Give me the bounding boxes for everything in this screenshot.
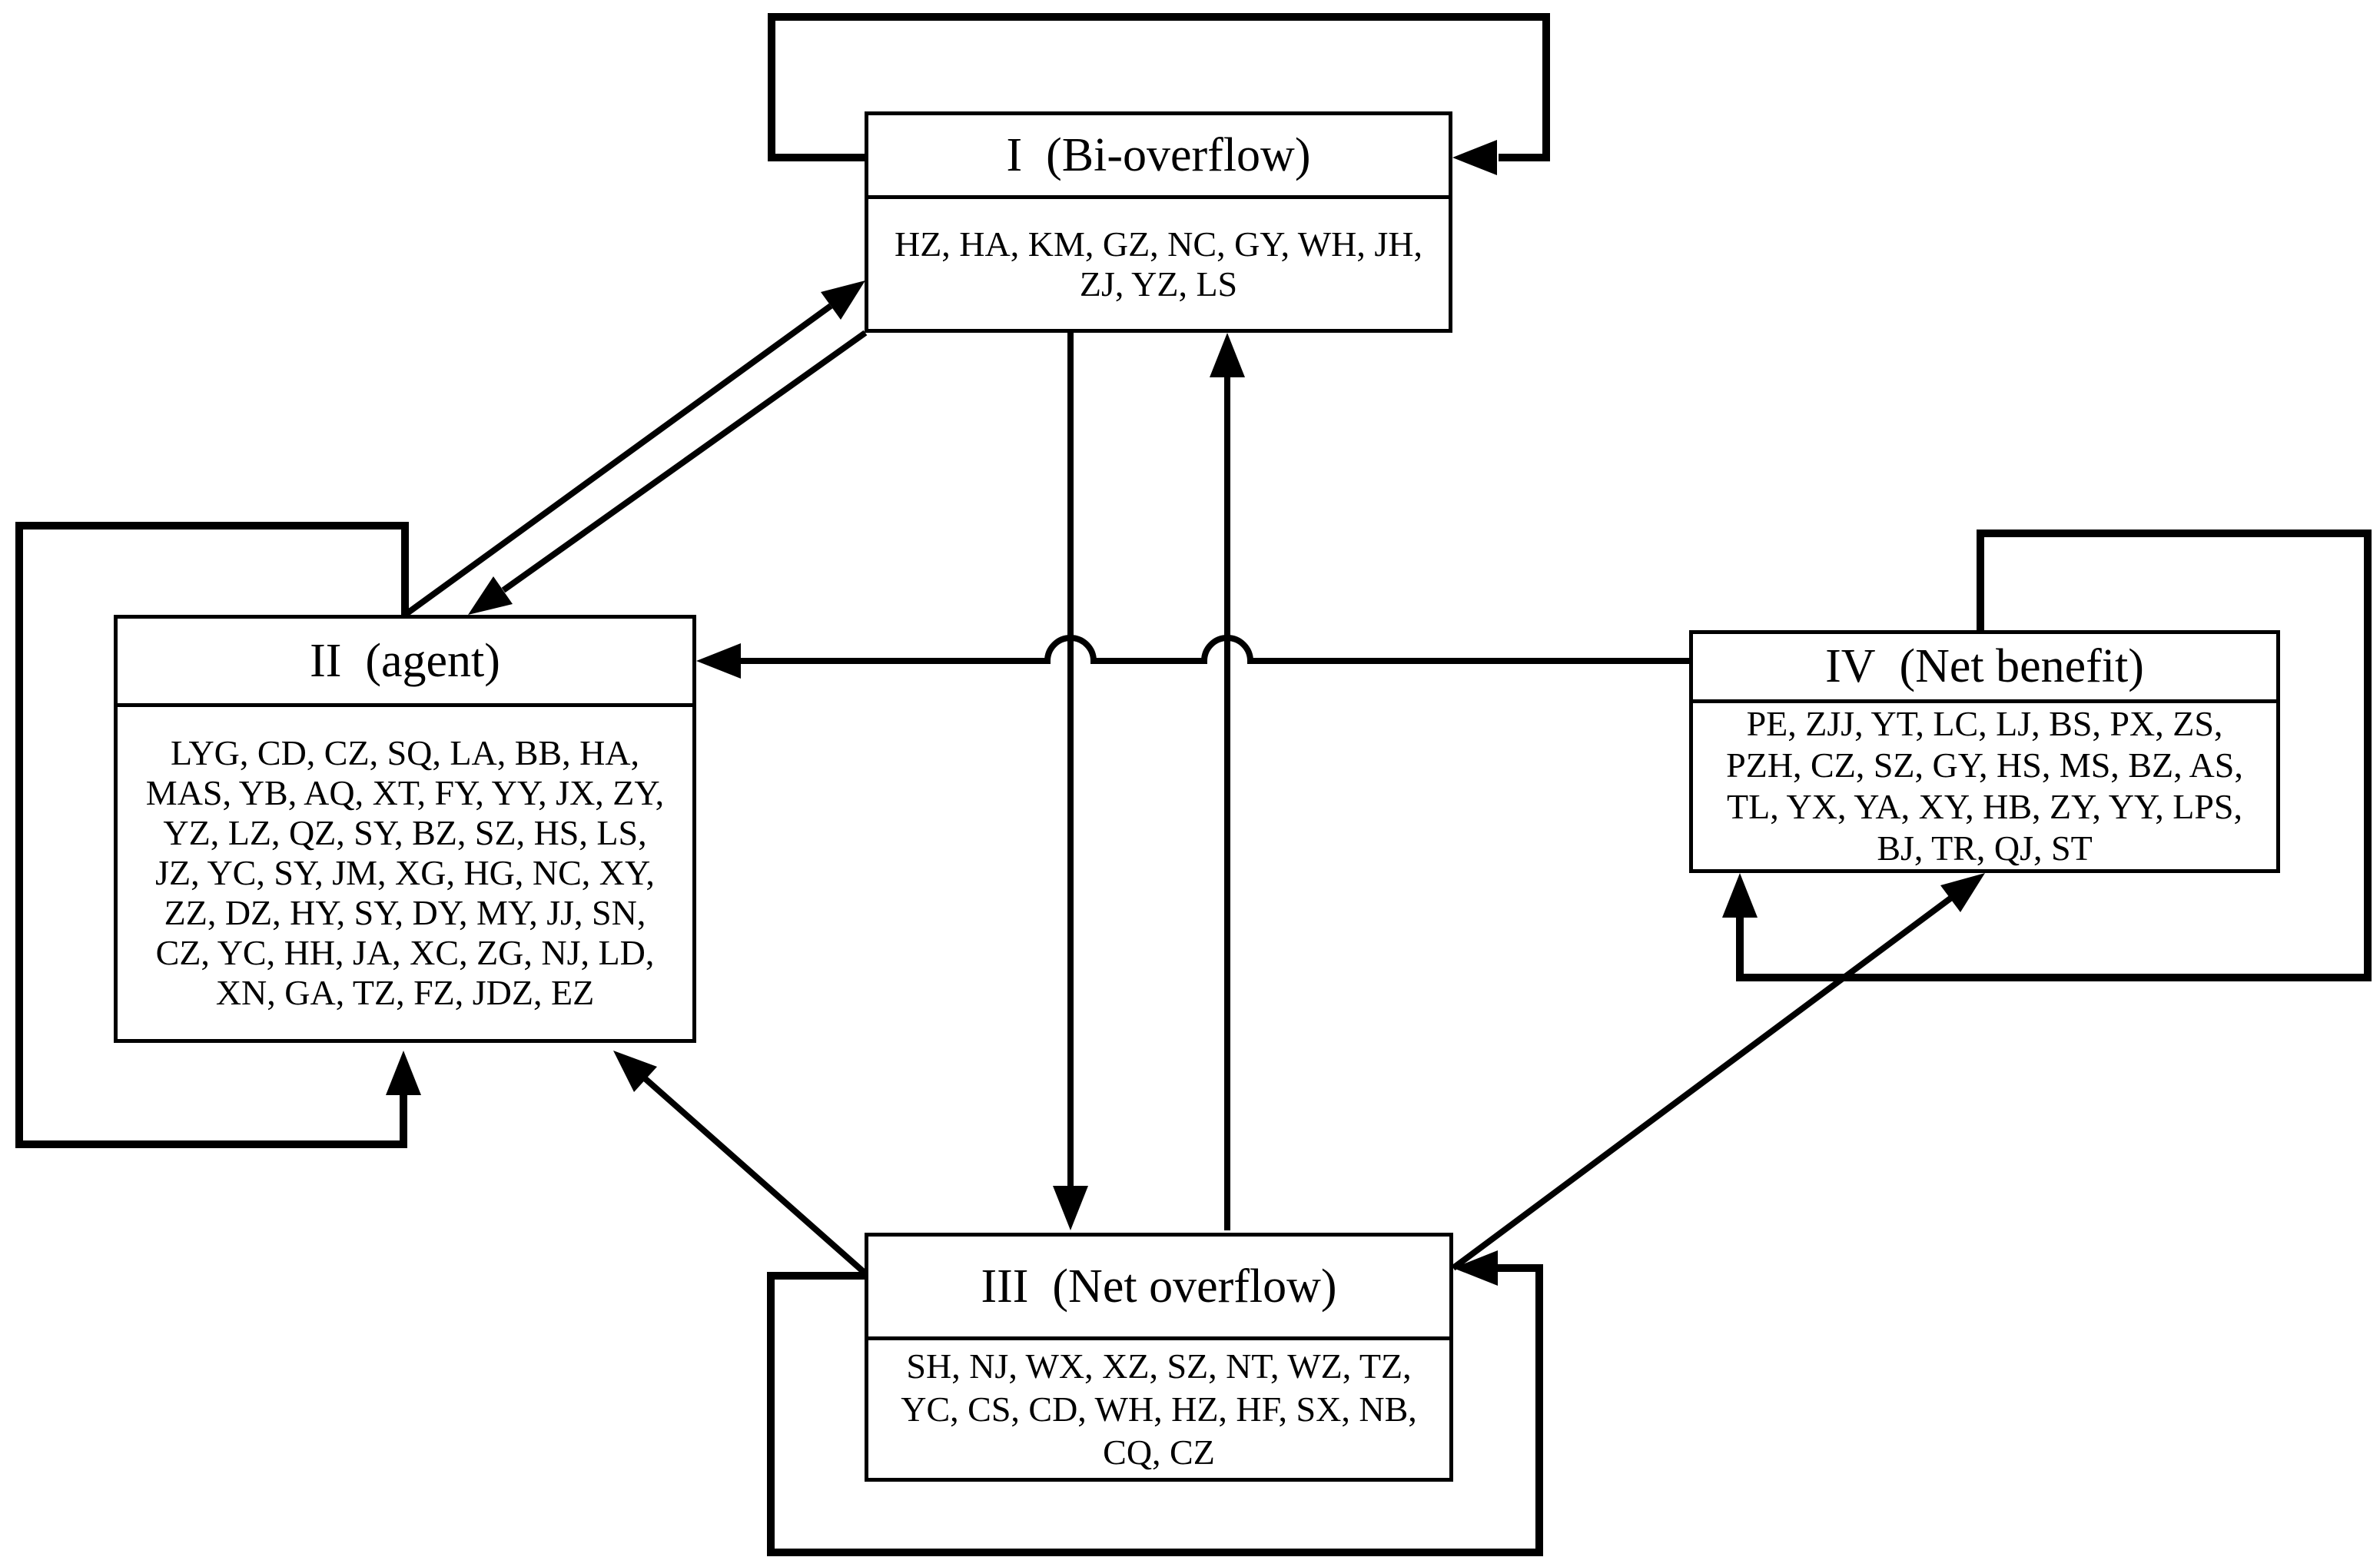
node-net-benefit-items: PE, ZJJ, YT, LC, LJ, BS, PX, ZS, PZH, CZ…	[1726, 704, 2243, 868]
arrowhead-ii-to-i	[821, 281, 865, 320]
self-loop-iv	[1722, 530, 2372, 981]
arrowhead-iii-to-i	[1210, 333, 1245, 377]
arrowhead-iv-to-ii	[696, 643, 741, 679]
arrowhead-i-to-iii	[1053, 1186, 1088, 1230]
node-net-benefit-title: IV (Net benefit)	[1693, 634, 2276, 703]
arrow-iii-to-iv	[1451, 873, 1985, 1271]
arrowhead-into-iii-right	[1453, 1250, 1498, 1286]
node-agent-title: II (agent)	[118, 619, 692, 707]
arrow-iii-to-ii	[613, 1051, 867, 1275]
node-agent-body: LYG, CD, CZ, SQ, LA, BB, HA, MAS, YB, AQ…	[118, 707, 692, 1039]
node-bi-overflow-body: HZ, HA, KM, GZ, NC, GY, WH, JH, ZJ, YZ, …	[868, 199, 1449, 329]
node-net-benefit: IV (Net benefit) PE, ZJJ, YT, LC, LJ, BS…	[1689, 630, 2280, 873]
node-agent: II (agent) LYG, CD, CZ, SQ, LA, BB, HA, …	[114, 615, 696, 1043]
node-bi-overflow-title: I (Bi-overflow)	[868, 115, 1449, 199]
node-net-overflow-body: SH, NJ, WX, XZ, SZ, NT, WZ, TZ, YC, CS, …	[868, 1340, 1449, 1478]
node-agent-items: LYG, CD, CZ, SQ, LA, BB, HA, MAS, YB, AQ…	[145, 733, 665, 1012]
self-loop-ii	[15, 522, 421, 1148]
arrowhead-iii-to-iv	[1940, 873, 1985, 912]
node-net-benefit-body: PE, ZJJ, YT, LC, LJ, BS, PX, ZS, PZH, CZ…	[1693, 703, 2276, 869]
node-bi-overflow-items: HZ, HA, KM, GZ, NC, GY, WH, JH, ZJ, YZ, …	[894, 224, 1423, 304]
node-bi-overflow: I (Bi-overflow) HZ, HA, KM, GZ, NC, GY, …	[865, 111, 1452, 333]
arrowhead-into-i-right	[1452, 140, 1497, 175]
arrowhead-i-to-ii	[468, 576, 513, 615]
arrowhead-iii-to-ii	[613, 1051, 657, 1092]
arrowhead-into-ii-bottom	[386, 1051, 421, 1095]
arrow-i-to-iii	[1053, 333, 1088, 1230]
arrow-i-to-ii	[468, 330, 868, 615]
arrow-ii-to-i	[403, 281, 865, 618]
arrow-iii-to-i	[1210, 333, 1245, 1230]
arrow-iv-to-ii	[696, 635, 1689, 679]
node-net-overflow-title: III (Net overflow)	[868, 1237, 1449, 1340]
self-loop-i	[768, 13, 1550, 175]
node-net-overflow: III (Net overflow) SH, NJ, WX, XZ, SZ, N…	[865, 1233, 1453, 1482]
node-net-overflow-items: SH, NJ, WX, XZ, SZ, NT, WZ, TZ, YC, CS, …	[901, 1346, 1417, 1472]
self-loop-iii	[767, 1250, 1543, 1556]
arrowhead-into-iv-bottom	[1722, 873, 1758, 918]
